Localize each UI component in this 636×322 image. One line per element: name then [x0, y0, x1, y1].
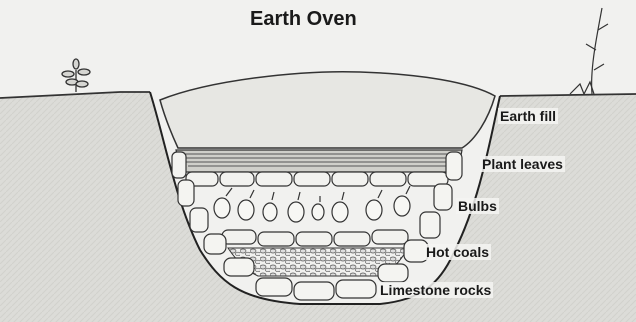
upper-stones	[186, 172, 448, 186]
diagram-title: Earth Oven	[250, 8, 357, 31]
plant-left	[62, 59, 90, 92]
label-hot-coals: Hot coals	[424, 244, 491, 260]
label-plant-leaves: Plant leaves	[480, 156, 565, 172]
label-limestone-rocks: Limestone rocks	[378, 282, 493, 298]
plant-right	[570, 8, 608, 94]
lower-stones	[222, 230, 408, 246]
bulbs-layer	[214, 186, 410, 222]
label-bulbs: Bulbs	[456, 198, 499, 214]
earth-fill-mound	[160, 72, 495, 148]
label-earth-fill: Earth fill	[498, 108, 558, 124]
plant-leaves-layer	[176, 150, 462, 172]
